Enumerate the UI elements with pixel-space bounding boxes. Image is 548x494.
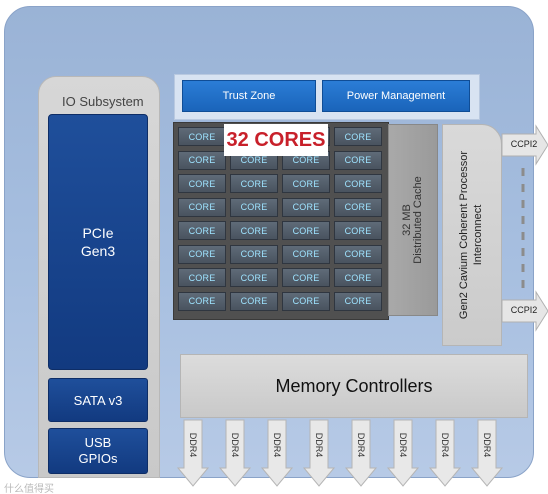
io-subsystem-title: IO Subsystem [62,94,144,109]
core-cell: CORE [178,174,226,193]
core-cell: CORE [334,244,382,264]
core-cell: CORE [334,197,382,217]
ccpi-port-label-top: CCPI2 [510,139,538,149]
core-cell: CORE [178,197,226,217]
usb-label: USB [84,435,112,450]
ccpi-arrow-bottom [501,290,548,332]
core-cell: CORE [282,244,330,264]
gpio-label: GPIOs [78,451,118,466]
ddr4-label: DDR4 [482,432,492,458]
ddr4-label: DDR4 [398,432,408,458]
trust-zone-label: Trust Zone [222,90,276,102]
core-cell: CORE [282,174,330,193]
interconnect-block [442,124,502,346]
ddr4-arrow [218,419,252,487]
ddr4-label: DDR4 [230,432,240,458]
ddr4-arrow [428,419,462,487]
core-cell: CORE [178,150,226,170]
ddr-arrows [176,419,504,487]
memory-controllers-label: Memory Controllers [275,375,433,396]
core-cell: CORE [282,268,330,287]
sata-label: SATA v3 [73,392,123,408]
watermark: 什么值得买 [4,484,54,494]
core-cell: CORE [334,174,382,193]
ddr4-arrow [470,419,504,487]
core-cell: CORE [178,244,226,264]
trust-zone-block: Trust Zone [182,80,316,112]
core-cell: CORE [230,244,278,264]
usb-gpio-block: USB GPIOs [48,428,148,474]
core-cell: CORE [334,291,382,311]
ccpi-port-label-bottom: CCPI2 [510,305,538,315]
ddr4-arrow [260,419,294,487]
core-cell: CORE [230,174,278,193]
ddr4-arrow [386,419,420,487]
core-cell: CORE [230,197,278,217]
core-cell: CORE [334,150,382,170]
power-management-block: Power Management [322,80,470,112]
core-cell: CORE [282,291,330,311]
core-cell: CORE [178,268,226,287]
core-cell: CORE [282,197,330,217]
ddr4-label: DDR4 [356,432,366,458]
core-cell: CORE [230,221,278,240]
pcie-block: PCIe Gen3 [48,114,148,370]
core-cell: CORE [282,221,330,240]
sata-block: SATA v3 [48,378,148,422]
core-cell: CORE [334,221,382,240]
core-cell: CORE [230,268,278,287]
ddr4-arrow [176,419,210,487]
distributed-cache-block [388,124,438,316]
core-cell: CORE [230,291,278,311]
core-cell: CORE [178,221,226,240]
pcie-label: PCIe [82,225,114,241]
memory-controllers-block: Memory Controllers [180,354,528,418]
power-management-label: Power Management [346,90,446,102]
ddr4-label: DDR4 [440,432,450,458]
core-cell: CORE [334,268,382,287]
ddr4-label: DDR4 [188,432,198,458]
ddr4-arrow [344,419,378,487]
ddr4-label: DDR4 [272,432,282,458]
cores-count-badge: 32 CORES [224,124,328,156]
ccpi-arrow-top [501,124,548,166]
core-cell: CORE [334,127,382,146]
core-cell: CORE [178,291,226,311]
ddr4-arrow [302,419,336,487]
ddr4-label: DDR4 [314,432,324,458]
pcie-gen-label: Gen3 [80,243,116,259]
